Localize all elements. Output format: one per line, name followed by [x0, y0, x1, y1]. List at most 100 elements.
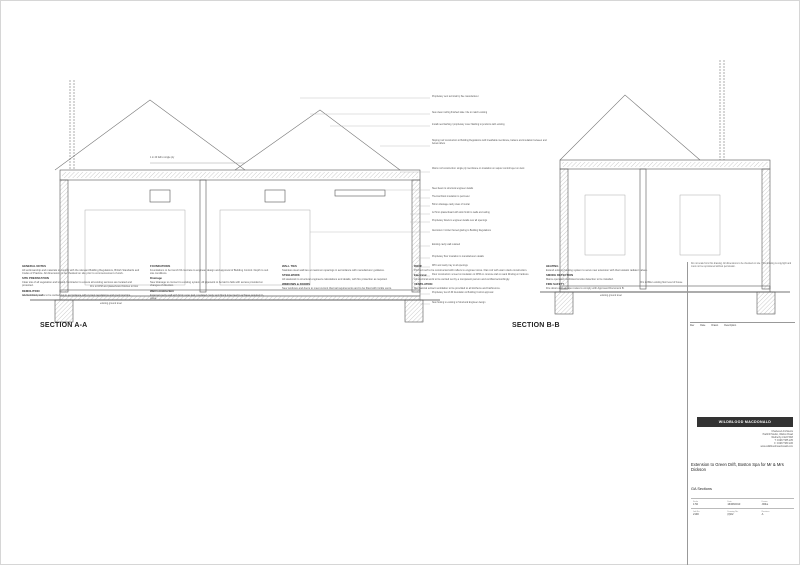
- section-title-b: SECTION B-B: [512, 322, 560, 329]
- note-heading: GENERAL NOTES: [22, 264, 47, 268]
- roof-beam-3: [334, 189, 386, 197]
- callout-item: Aluminium / timber framed glazing to Bui…: [432, 230, 491, 232]
- pitch-note: 1 in 40 fall to single ply: [150, 156, 175, 159]
- window-b-right: [679, 194, 721, 256]
- note-heading: SMOKE DETECTION: [546, 273, 574, 278]
- revision-col-drawn: Drawn: [711, 324, 719, 327]
- note-text: New windows and doors to meet current th…: [282, 287, 392, 291]
- note-text: All demolition works to be carried out i…: [22, 293, 131, 297]
- wall-right: [411, 179, 421, 293]
- callout-item: Sloping roof construction to Building Re…: [432, 140, 547, 145]
- wall-right-b: [761, 168, 771, 290]
- title-block-notes: Do not scale from this drawing. All dime…: [691, 263, 792, 268]
- field-job-no: Job No.2190: [693, 510, 700, 517]
- callout-item: Proprietary floor insulation to manufact…: [432, 256, 484, 258]
- ffl-label-right: FFL to Biller existing floor level of ho…: [640, 281, 683, 284]
- wall-left: [59, 179, 69, 293]
- callout-item: Install new flashing / proprietary cover…: [432, 124, 505, 126]
- note-text: Clear site of all vegetation and topsoil…: [22, 281, 132, 288]
- title-block: [687, 262, 800, 565]
- note-heading: FOUNDATIONS: [150, 264, 171, 268]
- note-heading: FIRE SAFETY: [546, 282, 565, 287]
- note-heading: WINDOWS & DOORS: [282, 282, 310, 287]
- existing-roof-left: [54, 99, 246, 171]
- notes-column-3: WALL TIES Stainless steel wall ties at m…: [282, 263, 402, 292]
- callout-item: Existing cavity wall retained: [432, 244, 461, 246]
- note-text: Mains operated interlinked smoke detecti…: [546, 278, 614, 282]
- callout-item: 50mm drainage cavity clear of mortar: [432, 204, 470, 206]
- project-title: Extension to Green Drift, Boston Spa for…: [691, 462, 784, 472]
- section-a-a-drawing: [30, 80, 440, 323]
- field-drawing-no: Drawing No.(0)02: [727, 510, 739, 517]
- note-heading: WALL TIES: [282, 264, 297, 268]
- window-b-left: [584, 194, 626, 256]
- notes-column-2: FOUNDATIONS Foundations to be trench fil…: [150, 263, 270, 301]
- roof-beam-2: [264, 189, 286, 203]
- callout-item: New footing to existing to Structural En…: [432, 302, 486, 304]
- existing-roof-right: [234, 109, 401, 171]
- note-heading: ROOF: [414, 264, 423, 268]
- glazing-left: [84, 209, 186, 286]
- revision-col-date: Date: [700, 324, 706, 327]
- note-text: External cavity wall with brick outer le…: [150, 293, 264, 300]
- note-heading: Drainage: [150, 276, 162, 281]
- note-text: Foundations to be trench fill concrete t…: [150, 269, 269, 276]
- note-heading: STEELWORK: [282, 273, 300, 278]
- notes-column-4: ROOF Pitched roof to be constructed with…: [414, 263, 534, 292]
- note-text: All workmanship and materials to comply …: [22, 269, 140, 276]
- foundation-left: [54, 299, 74, 323]
- drawing-title: GA Sections: [691, 487, 712, 491]
- note-text: Fire doors and escape routes to comply w…: [546, 287, 625, 291]
- company-logo-bar: WILDBLOOD MACDONALD: [697, 417, 793, 427]
- callout-leaders: [300, 97, 430, 305]
- ground-level-left: existing ground level: [100, 302, 122, 305]
- flat-roof-slab-b: [559, 159, 771, 170]
- glazing-middle: [219, 209, 311, 286]
- section-title-a: SECTION A-A: [40, 322, 88, 329]
- ground-level-right: existing ground level: [600, 294, 622, 297]
- callout-item: Proprietary vent terminal by flue manufa…: [432, 96, 479, 98]
- wall-left-b: [559, 168, 569, 290]
- callout-item: 12.5mm plasterboard with skim finish to …: [432, 212, 490, 214]
- note-text: All electrical work to be carried out by…: [414, 278, 510, 282]
- note-heading: Wall Construction: [150, 288, 174, 293]
- note-heading: Electrical: [414, 273, 427, 278]
- wall-middle: [199, 179, 207, 293]
- callout-item: Proprietary trench fill foundation to Bu…: [432, 292, 494, 294]
- note-heading: SITE PREPARATION: [22, 276, 49, 281]
- flat-roof-slab: [59, 169, 421, 181]
- callout-item: DPC and cavity tray to all openings: [432, 265, 468, 267]
- ffl-label-left: FFL to DPM and plasterboard finishes to …: [90, 285, 139, 288]
- notes-column-1: GENERAL NOTES All workmanship and materi…: [22, 263, 142, 298]
- company-address: Chartered Architects Parkhill Studio, Wa…: [760, 430, 793, 448]
- callout-item: Warm roof construction: single ply membr…: [432, 168, 525, 170]
- foundation-right: [404, 299, 424, 323]
- callout-item: New clean roofing finished slate / tile …: [432, 112, 488, 114]
- notes-column-5: HEATING Extend existing heating system t…: [546, 263, 666, 292]
- callout-item: Steel beam to structural engineer detail…: [432, 188, 474, 190]
- note-heading: DEMOLITION: [22, 288, 40, 293]
- roof-beam-1: [149, 189, 171, 203]
- section-b-b-drawing: [540, 60, 790, 315]
- note-text: New drainage to connect to existing syst…: [150, 281, 263, 288]
- revision-table-header: Rev Date Drawn Description: [690, 322, 795, 327]
- note-text: Stainless steel wall ties at maximum spa…: [282, 269, 385, 273]
- callout-item: Floor construction: screed on insulation…: [432, 274, 529, 276]
- callout-item: Proprietary lintels to engineer details …: [432, 220, 488, 222]
- note-text: Extend existing heating system to serve …: [546, 269, 648, 273]
- note-text: Mechanical extract ventilation to be pro…: [414, 287, 501, 291]
- existing-wall-label: new built cavity wall: [22, 294, 43, 297]
- revision-col-rev: Rev: [690, 324, 695, 327]
- note-heading: VENTILATION: [414, 282, 433, 287]
- note-text: Pitched roof to be constructed with raft…: [414, 269, 528, 273]
- note-heading: HEATING: [546, 264, 559, 268]
- revision-col-description: Description: [724, 324, 737, 327]
- wall-middle-b: [639, 168, 647, 290]
